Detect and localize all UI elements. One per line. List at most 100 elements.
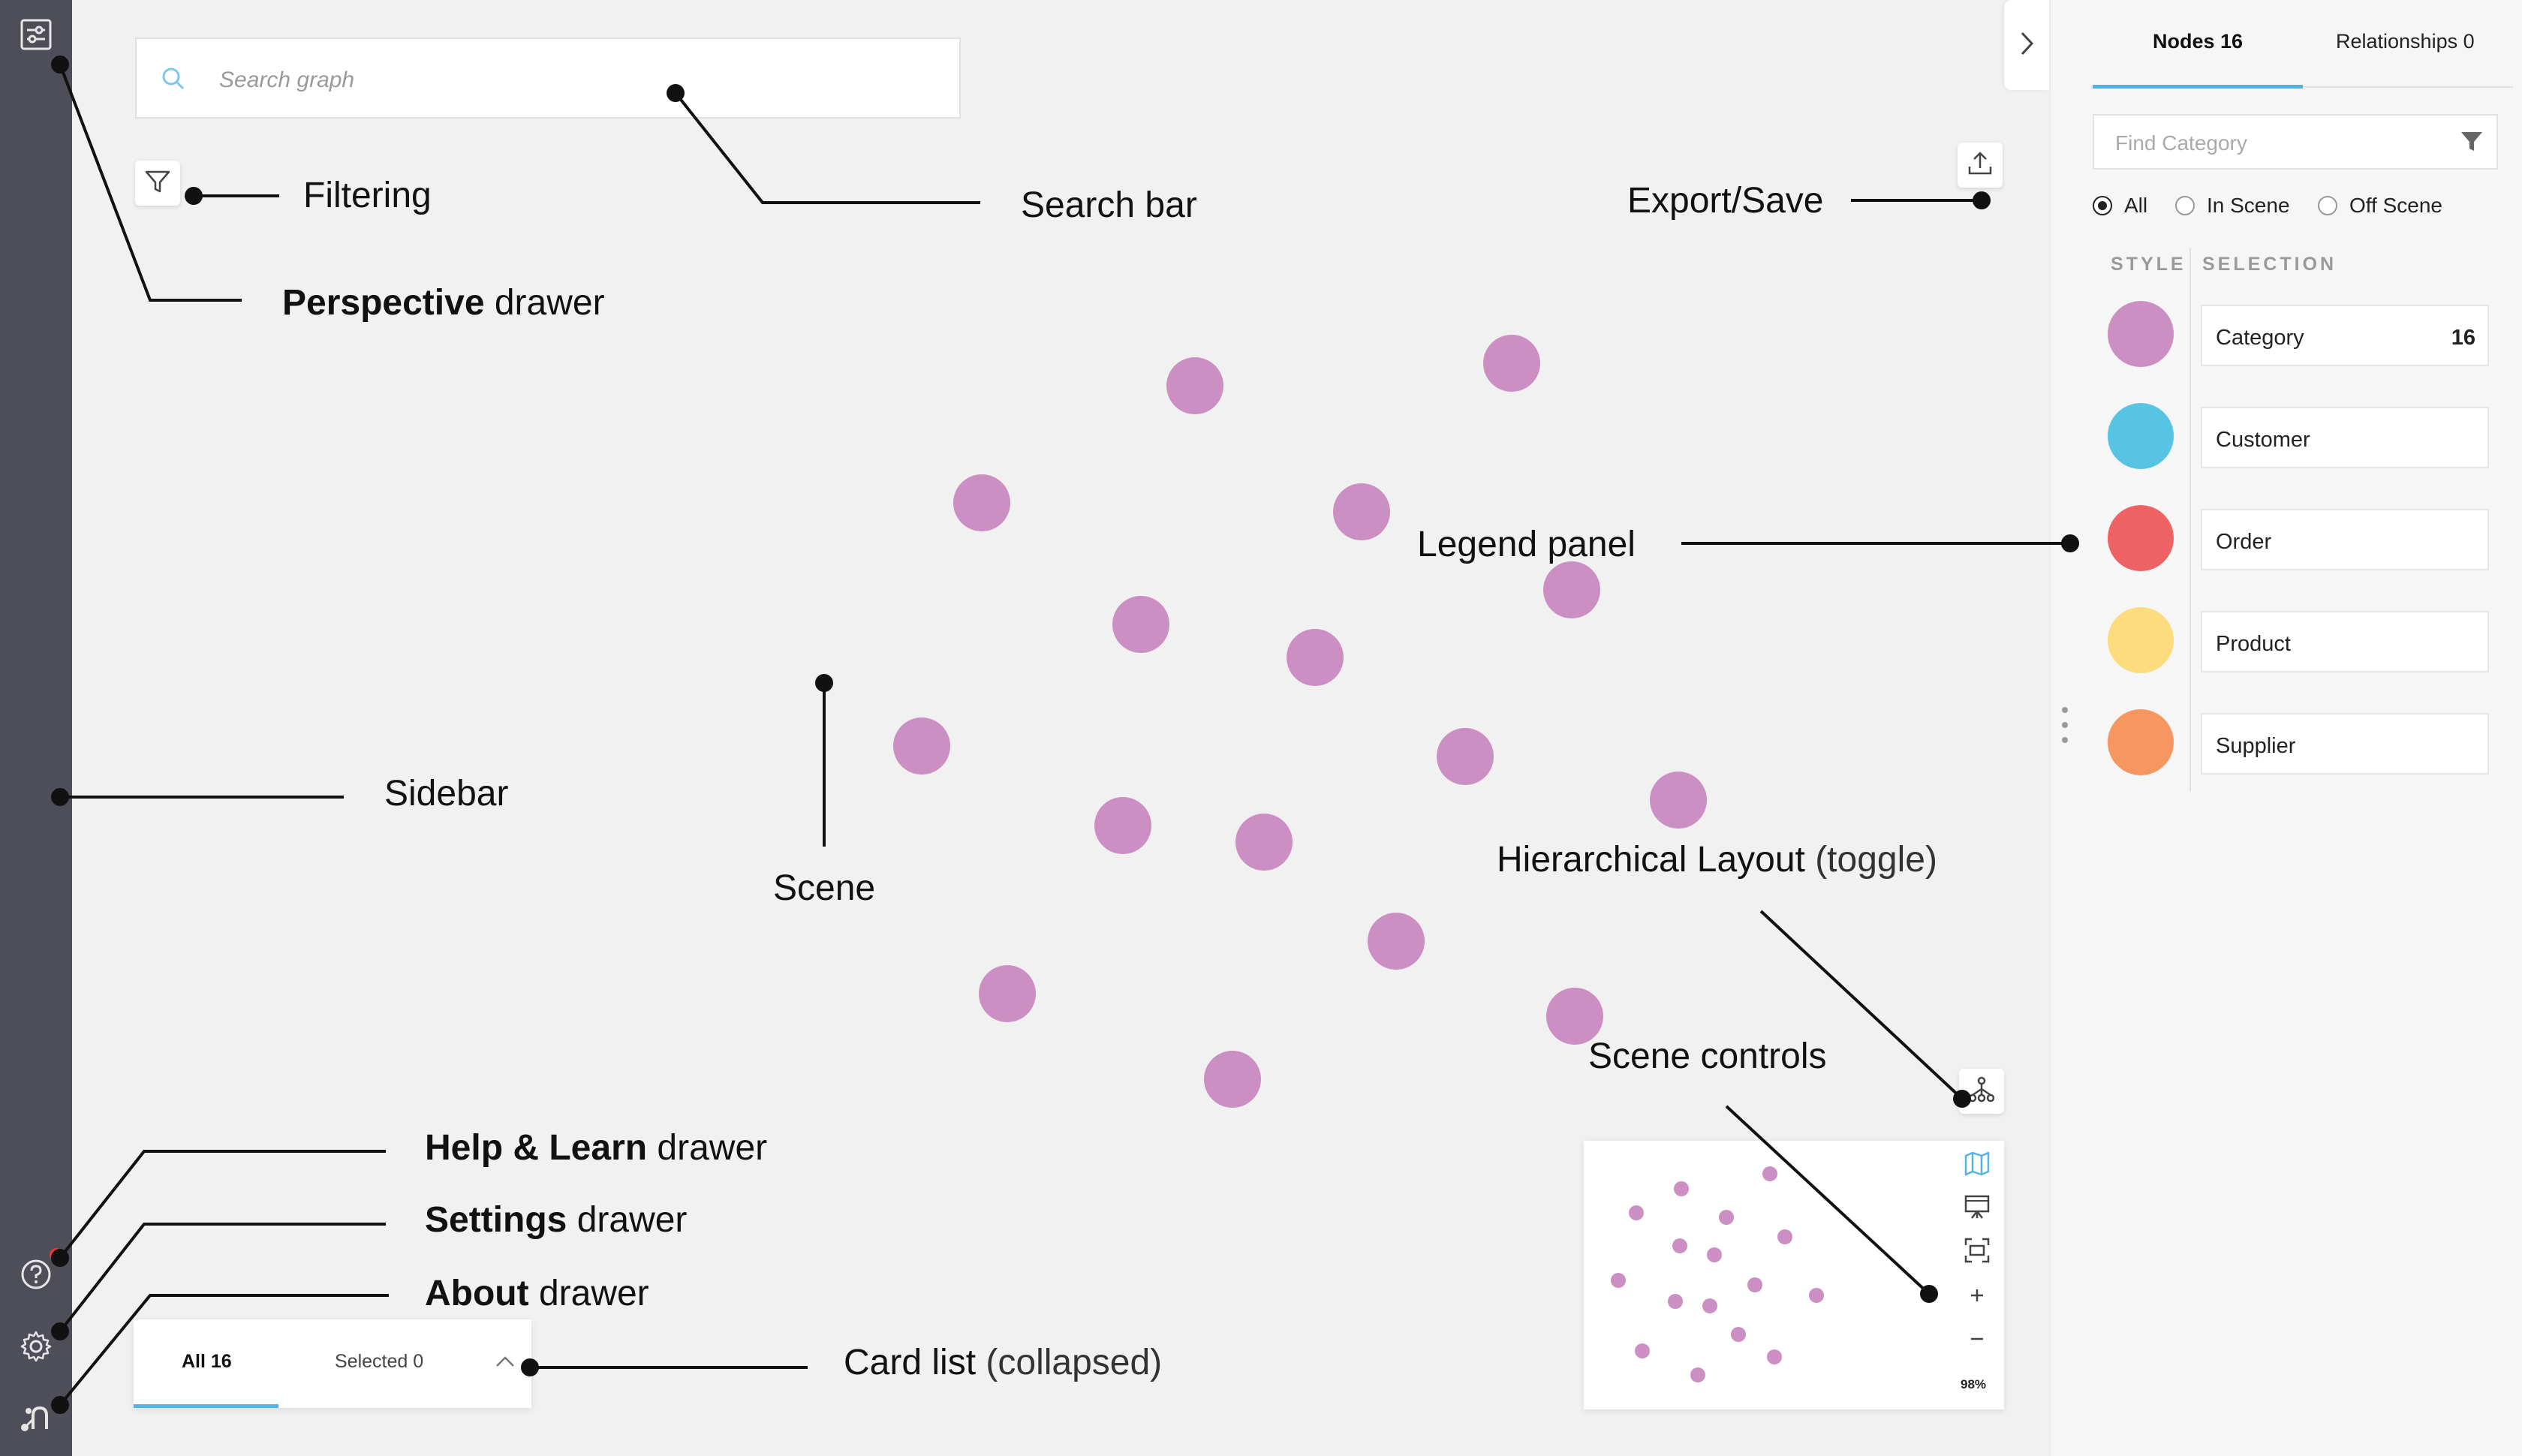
annotation-bold: Help & Learn [425, 1128, 648, 1168]
radio-label: All [2124, 194, 2148, 217]
graph-node[interactable] [1204, 1051, 1261, 1108]
category-row[interactable]: Order [2201, 509, 2489, 570]
gear-icon[interactable] [17, 1327, 56, 1366]
annotation-bold: Settings [425, 1200, 567, 1240]
category-row[interactable]: Customer [2201, 407, 2489, 468]
annotation-help: Help & Learn drawer [425, 1130, 767, 1166]
annotation-bold: Perspective [282, 283, 485, 323]
category-label: Supplier [2216, 734, 2296, 758]
graph-node[interactable] [1543, 561, 1600, 618]
annotation-rest: drawer [567, 1200, 688, 1240]
category-row[interactable]: Product [2201, 611, 2489, 672]
graph-node[interactable] [1483, 335, 1540, 392]
radio-label: In Scene [2207, 194, 2290, 217]
hierarchical-layout-toggle[interactable] [1959, 1069, 2004, 1114]
graph-node[interactable] [1112, 596, 1169, 653]
graph-node[interactable] [1235, 814, 1293, 871]
minimap-node [1674, 1181, 1689, 1196]
annotation-main: Card list [844, 1343, 977, 1382]
minimap-node [1629, 1205, 1644, 1220]
find-category-field[interactable] [2093, 114, 2498, 170]
zoom-level: 98% [1961, 1377, 1987, 1391]
card-list[interactable]: All 16 Selected 0 [134, 1319, 531, 1408]
minimap-node [1635, 1343, 1650, 1358]
category-swatch[interactable] [2108, 709, 2174, 775]
graph-node[interactable] [1650, 772, 1707, 829]
radio-in-scene[interactable]: In Scene [2175, 194, 2290, 218]
card-list-tab-selected[interactable]: Selected 0 [335, 1351, 424, 1372]
chevron-up-icon[interactable] [492, 1349, 518, 1379]
category-swatch[interactable] [2108, 607, 2174, 673]
graph-node[interactable] [953, 474, 1010, 531]
tab-relationships[interactable]: Relationships 0 [2336, 30, 2475, 53]
perspective-icon[interactable] [17, 15, 56, 54]
export-button[interactable] [1958, 143, 2003, 188]
active-tab-indicator [2093, 85, 2303, 89]
annotation-hierarchical: Hierarchical Layout (toggle) [1497, 842, 1937, 878]
tab-nodes[interactable]: Nodes 16 [2153, 30, 2244, 53]
zoom-in-icon[interactable] [1959, 1277, 1995, 1313]
graph-node[interactable] [893, 717, 950, 775]
annotation-export-save: Export/Save [1627, 181, 1824, 221]
minimap-node [1747, 1277, 1762, 1292]
graph-node[interactable] [1546, 988, 1603, 1045]
annotation-note: (toggle) [1804, 840, 1937, 880]
search-bar[interactable] [135, 38, 961, 119]
annotation-card-list: Card list (collapsed) [844, 1345, 1162, 1381]
collapse-panel-button[interactable] [2004, 0, 2049, 90]
minimap-node [1690, 1367, 1705, 1382]
sidebar [0, 0, 72, 1456]
annotation-search-bar: Search bar [1021, 185, 1197, 225]
radio-circle[interactable] [2175, 196, 2195, 215]
search-input[interactable] [218, 57, 934, 104]
annotation-bold: About [425, 1274, 529, 1313]
hierarchy-icon [1967, 1075, 1997, 1109]
presentation-icon[interactable] [1959, 1189, 1995, 1225]
minimap-node [1719, 1210, 1734, 1225]
annotation-note: (collapsed) [976, 1343, 1163, 1382]
search-icon [155, 60, 194, 99]
category-label: Category [2216, 326, 2304, 350]
bloom-logo-icon[interactable] [17, 1397, 56, 1436]
graph-node[interactable] [1166, 357, 1223, 414]
style-column-header: STYLE [2111, 254, 2186, 275]
minimap-node [1777, 1229, 1792, 1244]
graph-node[interactable] [1094, 797, 1151, 854]
minimap-node [1668, 1294, 1683, 1309]
fit-icon[interactable] [1959, 1232, 1995, 1268]
graph-node[interactable] [979, 965, 1036, 1022]
category-label: Customer [2216, 428, 2310, 452]
card-list-tab-all[interactable]: All 16 [182, 1351, 232, 1372]
category-swatch[interactable] [2108, 301, 2174, 367]
drag-handle-icon[interactable] [2061, 705, 2069, 745]
graph-node[interactable] [1368, 913, 1425, 970]
minimap[interactable]: 98% [1584, 1141, 2004, 1409]
annotation-filtering: Filtering [303, 176, 432, 215]
help-icon[interactable] [17, 1255, 56, 1294]
column-divider [2189, 248, 2191, 792]
graph-node[interactable] [1333, 483, 1390, 540]
annotation-settings: Settings drawer [425, 1202, 687, 1238]
radio-circle[interactable] [2318, 196, 2337, 215]
graph-node[interactable] [1287, 629, 1344, 686]
radio-all[interactable]: All [2093, 194, 2147, 218]
category-swatch[interactable] [2108, 505, 2174, 571]
find-category-input[interactable] [2114, 126, 2447, 161]
filter-icon[interactable] [2459, 129, 2484, 158]
tab-divider [2093, 86, 2513, 88]
graph-node[interactable] [1437, 728, 1494, 785]
minimap-node [1762, 1166, 1777, 1181]
annotation-scene-controls: Scene controls [1588, 1036, 1827, 1076]
radio-label: Off Scene [2349, 194, 2443, 217]
filter-button[interactable] [135, 161, 180, 206]
map-icon[interactable] [1959, 1145, 1995, 1181]
minimap-node [1707, 1247, 1722, 1262]
minimap-node [1611, 1273, 1626, 1288]
category-swatch[interactable] [2108, 403, 2174, 469]
category-row[interactable]: Supplier [2201, 713, 2489, 775]
zoom-out-icon[interactable] [1959, 1321, 1995, 1357]
radio-circle[interactable] [2093, 196, 2112, 215]
radio-off-scene[interactable]: Off Scene [2318, 194, 2442, 218]
annotation-perspective: Perspective drawer [282, 285, 605, 321]
